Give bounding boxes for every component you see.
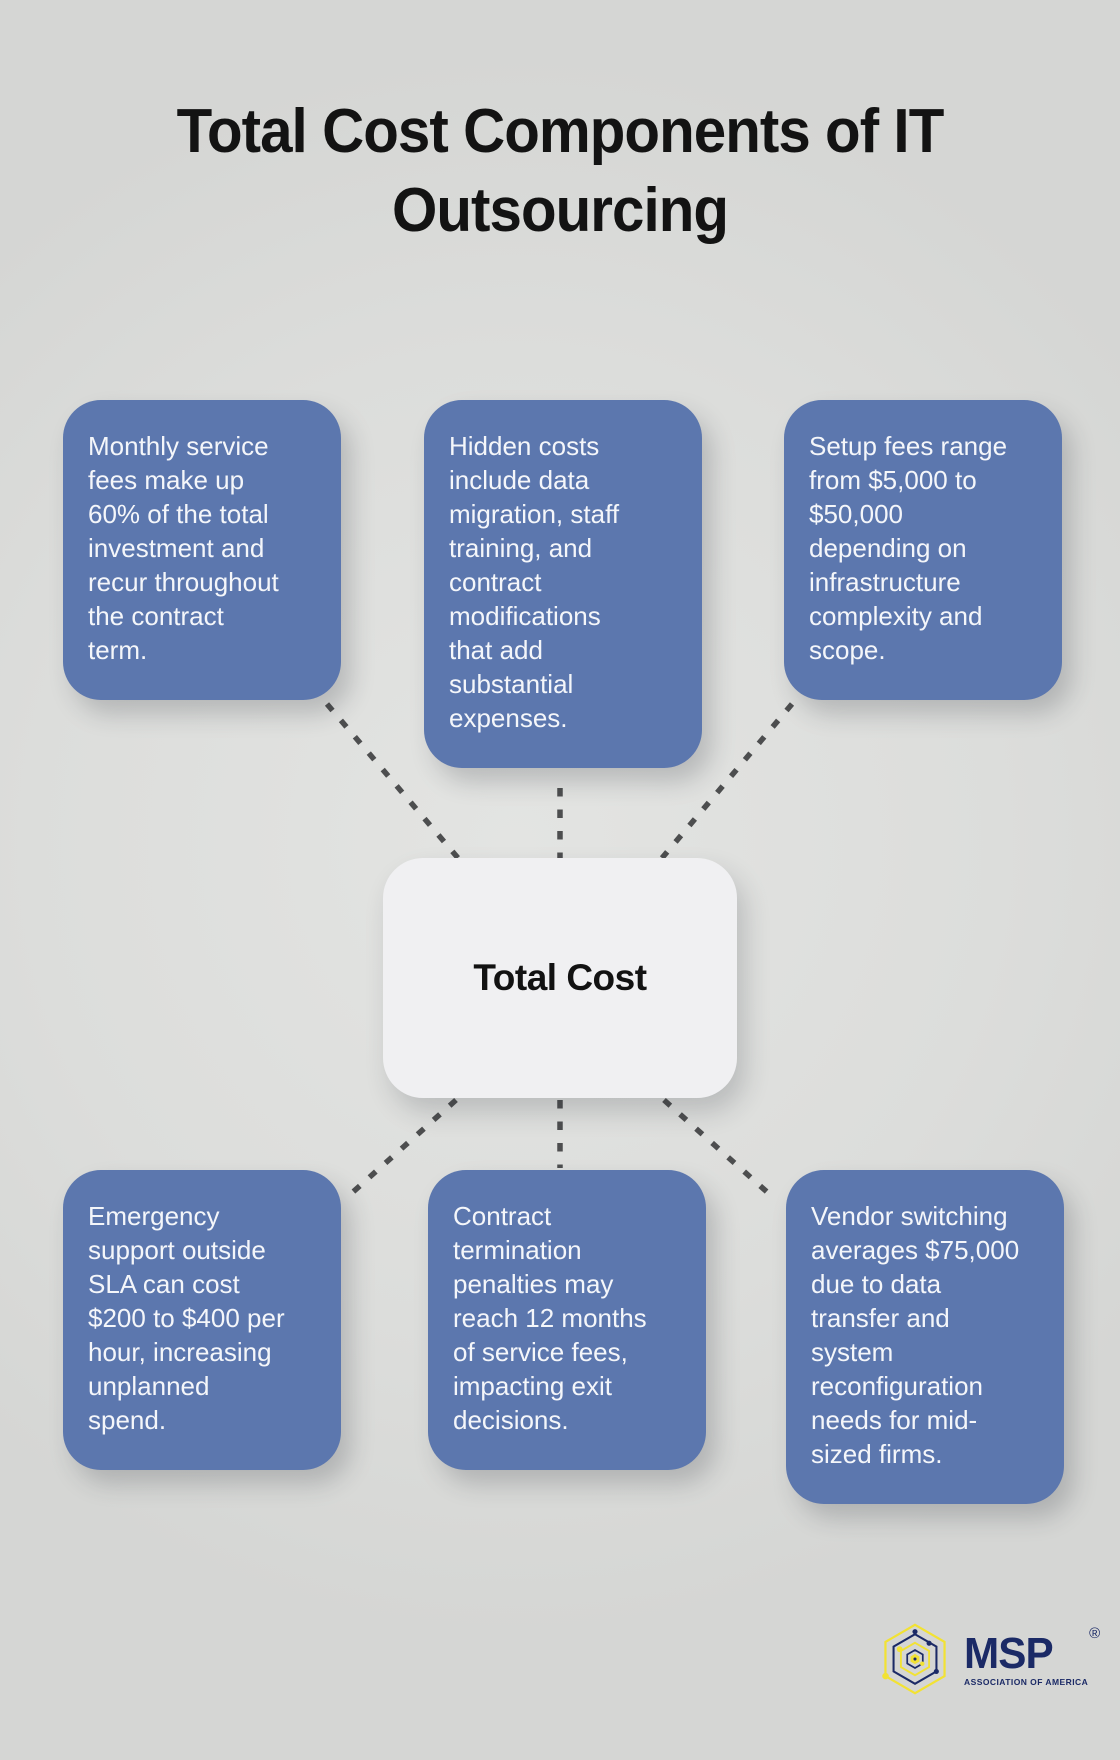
node-text: Setup fees range from $5,000 to $50,000 … xyxy=(809,431,1008,665)
msp-hexagon-logo-icon xyxy=(882,1623,946,1695)
node-vendor-switching: Vendor switching averages $75,000 due to… xyxy=(786,1170,1064,1504)
center-node-label: Total Cost xyxy=(473,957,647,998)
node-text: Vendor switching averages $75,000 due to… xyxy=(811,1201,1020,1469)
msp-association-logo: MSP ® ASSOCIATION OF AMERICA xyxy=(874,1616,1102,1702)
logo-text-block: MSP ® ASSOCIATION OF AMERICA xyxy=(964,1625,1102,1687)
logo-dot xyxy=(920,1661,925,1666)
logo-dot xyxy=(896,1646,903,1653)
registered-trademark-icon: ® xyxy=(1089,1624,1101,1642)
node-setup-fees: Setup fees range from $5,000 to $50,000 … xyxy=(784,400,1062,700)
connector-vendor-switching xyxy=(662,1097,778,1203)
node-contract-termination: Contract termination penalties may reach… xyxy=(428,1170,706,1470)
node-text: Contract termination penalties may reach… xyxy=(453,1201,647,1435)
logo-dot xyxy=(926,1640,932,1646)
hexagon-ring-core xyxy=(906,1649,924,1669)
page-title: Total Cost Components of IT Outsourcing xyxy=(176,97,945,245)
center-node-total-cost: Total Cost xyxy=(383,858,737,1098)
logo-dot xyxy=(913,1657,917,1661)
node-monthly-service-fees: Monthly service fees make up 60% of the … xyxy=(63,400,341,700)
logo-dot xyxy=(933,1668,939,1674)
node-emergency-support: Emergency support outside SLA can cost $… xyxy=(63,1170,341,1470)
logo-name: MSP xyxy=(964,1628,1054,1678)
node-hidden-costs: Hidden costs include data migration, sta… xyxy=(424,400,702,768)
logo-subtitle: ASSOCIATION OF AMERICA xyxy=(964,1676,1089,1687)
logo-dot xyxy=(882,1672,889,1680)
hexagon-ring-outer xyxy=(884,1623,946,1695)
node-text: Monthly service fees make up 60% of the … xyxy=(88,431,279,665)
node-text: Emergency support outside SLA can cost $… xyxy=(88,1201,285,1435)
hexagon-ring-middle xyxy=(892,1633,938,1685)
connector-emergency-support xyxy=(342,1097,458,1203)
node-text: Hidden costs include data migration, sta… xyxy=(449,431,620,733)
logo-dot xyxy=(912,1629,918,1635)
